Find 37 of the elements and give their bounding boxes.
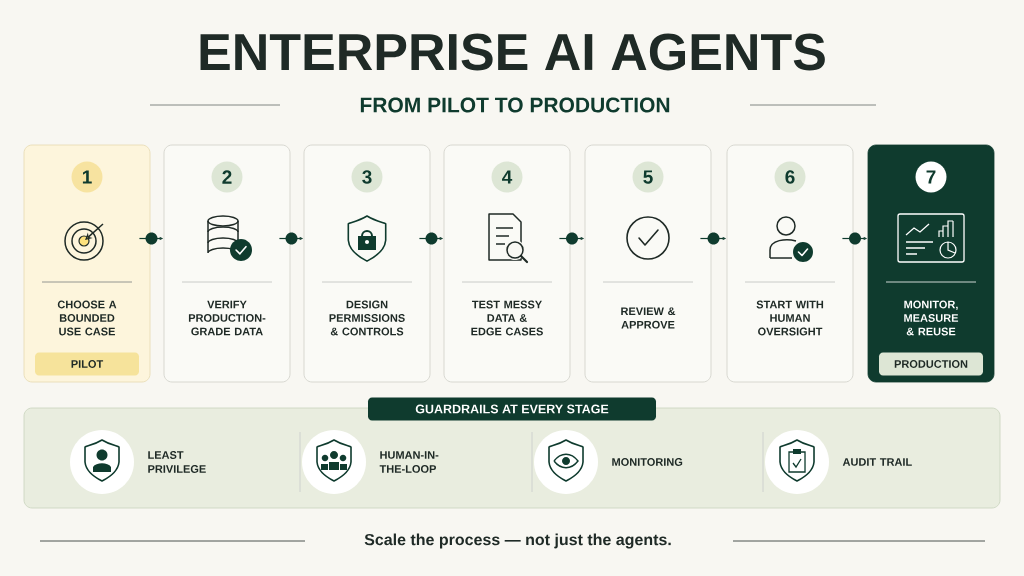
caption: Scale the process — not just the agents. [364,533,671,549]
step-card [443,144,571,383]
step-number: 4 [491,161,523,193]
step-number: 2 [211,161,243,193]
guardrail-label: AUDIT TRAIL [842,458,912,466]
step-number: 3 [351,161,383,193]
connector-arrow [558,232,584,245]
step-card [867,144,995,383]
step-number: 6 [774,161,806,193]
step-title: REVIEW & APPROVE [621,307,676,329]
step-title: VERIFY PRODUCTION-GRADE DATA [188,300,266,336]
guardrail-label: MONITORING [612,458,683,466]
step-title: DESIGN PERMISSIONS & CONTROLS [329,300,405,336]
connector-arrow [841,232,867,245]
step-number: 1 [71,161,103,193]
connector-arrow [278,232,303,245]
guardrail-label: LEAST PRIVILEGE [148,451,206,473]
panel-heading: GUARDRAILS AT EVERY STAGE [368,397,656,421]
step-card [584,144,712,383]
step-title: TEST MESSY DATA & EDGE CASES [471,300,543,336]
connector-arrow [418,232,443,245]
step-card [163,144,291,383]
step-title: START WITH HUMAN OVERSIGHT [756,300,824,336]
step-card [726,144,854,383]
step-number: 5 [632,161,664,193]
stage-tag: PILOT [35,352,139,376]
step-number: 7 [915,161,947,193]
step-card [303,144,431,383]
connector-arrow [699,232,726,245]
title: ENTERPRISE AI AGENTS [200,33,825,71]
step-card [23,144,151,383]
subtitle: FROM PILOT TO PRODUCTION [360,97,670,113]
connector-arrow [138,232,163,245]
step-title: MONITOR, MEASURE & REUSE [904,300,959,336]
guardrail-label: HUMAN-IN-THE-LOOP [379,451,439,473]
step-title: CHOOSE A BOUNDED USE CASE [57,300,117,336]
stage-tag: PRODUCTION [879,352,983,376]
